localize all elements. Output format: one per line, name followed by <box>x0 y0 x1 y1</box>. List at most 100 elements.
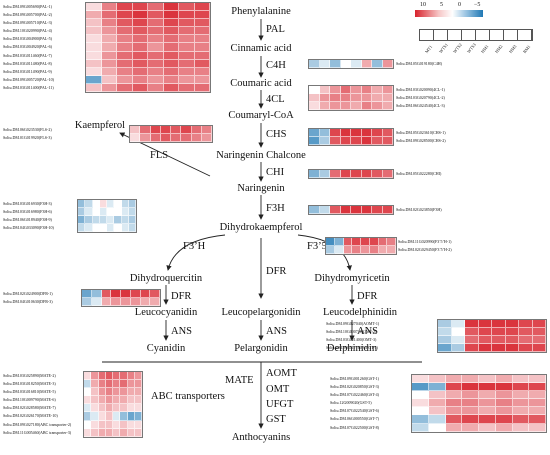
heatmap-cell <box>120 380 128 389</box>
heatmap-cell <box>127 412 135 421</box>
heatmap-cell <box>382 206 393 215</box>
gene-label: Soltu.DM.06G023530(FLS-2) <box>3 127 52 132</box>
heatmap-cell <box>91 290 102 299</box>
heatmap-cell <box>98 372 106 381</box>
heatmap-cell <box>179 19 195 28</box>
heatmap-cell <box>382 170 393 179</box>
heatmap-cell <box>120 428 128 437</box>
heatmap-cell <box>340 86 351 95</box>
heatmap-cell <box>492 328 506 337</box>
gene-label: Soltu.DM.09G027040(AOMT-1) <box>326 321 380 326</box>
heatmap-cell <box>86 67 102 76</box>
heatmap-cell <box>529 423 546 432</box>
gene-label: Soltu.DM.03G004900(PAL-5) <box>3 36 52 42</box>
enzyme-gst: GST <box>266 414 286 425</box>
gene-label: Soltu.DM.09G005710(PAL-3) <box>3 20 52 26</box>
heatmap-cell <box>529 383 546 392</box>
heatmap-cell <box>181 126 192 135</box>
heatmap-cell <box>372 86 383 95</box>
compound-dihydrokaempferol: Dihydrokaempferol <box>219 222 303 233</box>
gene-label: Soltu.DM.04G033090(F3H-10) <box>3 225 54 231</box>
heatmap-cell <box>84 428 92 437</box>
heatmap-cell <box>194 3 210 12</box>
heatmap-cell <box>479 375 496 384</box>
heatmap-cell <box>505 336 519 345</box>
heatmap-cell <box>105 396 113 405</box>
heatmap-cell <box>438 328 452 337</box>
compound-kaempferol: Kaempferol <box>74 120 126 131</box>
heatmap-cell <box>111 290 121 299</box>
heatmap-cell <box>105 404 113 413</box>
heatmap-cell <box>130 126 141 135</box>
heatmap-cell <box>148 27 164 36</box>
enzyme-ans-left: ANS <box>171 326 193 337</box>
heatmap-cell <box>101 19 117 28</box>
heatmap-cell <box>412 415 429 424</box>
gene-label: Soltu.DM.03G018250(MATE-3) <box>3 381 56 387</box>
heatmap-cell <box>372 60 383 69</box>
heatmap-cell <box>179 59 195 68</box>
heatmap-cell <box>462 375 479 384</box>
heatmap-cell <box>105 372 113 381</box>
heatmap-cell <box>150 290 160 299</box>
heatmap-cell <box>512 423 530 432</box>
heatmap-cell <box>82 298 92 307</box>
heatmap-dfr <box>81 288 161 308</box>
heatmap-cell <box>351 137 362 146</box>
heatmap-cell <box>330 102 341 111</box>
heatmap-cell <box>132 43 148 52</box>
heatmap-cell <box>132 83 148 93</box>
heatmap-cell <box>114 224 122 233</box>
heatmap-cell <box>121 216 129 225</box>
heatmap-cell <box>132 27 148 36</box>
heatmap-cell <box>91 396 99 405</box>
heatmap-cell <box>134 420 142 429</box>
heatmap-cell <box>85 208 93 217</box>
heatmap-cell <box>179 67 195 76</box>
gene-label: Soltu.12G009020(GST-5) <box>330 400 372 406</box>
heatmap-cell <box>319 102 330 111</box>
compound-leucocyanidin: Leucocyanidin <box>134 307 198 318</box>
heatmap-cell <box>101 51 117 60</box>
heatmap-cell <box>114 200 122 209</box>
heatmap-cell <box>134 380 142 389</box>
gene-label-list-chi: Soltu.DM.05G022280(CHI) <box>396 170 441 178</box>
gene-label: Soltu.DM.03G016930(F3H-3) <box>3 201 52 206</box>
heatmap-cell <box>121 298 131 307</box>
heatmap-cell <box>78 224 86 233</box>
heatmap-cell <box>130 298 141 307</box>
heatmap-cell <box>91 420 99 429</box>
heatmap-cell <box>372 102 383 111</box>
heatmap-cell <box>98 428 106 437</box>
heatmap-cell <box>495 383 513 392</box>
heatmap-cell <box>85 224 93 233</box>
heatmap-cell <box>492 336 506 345</box>
heatmap-cell <box>121 200 129 209</box>
heatmap-cell <box>340 170 351 179</box>
heatmap-cell <box>121 224 129 233</box>
legend-scale-label: 10 <box>420 2 426 8</box>
enzyme-ans-right: ANS <box>357 326 379 337</box>
heatmap-cell <box>163 35 179 44</box>
heatmap-cell <box>120 412 128 421</box>
heatmap-cell <box>512 383 530 392</box>
heatmap-cell <box>117 27 133 36</box>
heatmap-cell <box>309 102 320 111</box>
heatmap-gst <box>411 374 547 433</box>
enzyme-abc-transporters: ABC transporters <box>151 391 225 402</box>
heatmap-cell <box>84 372 92 381</box>
heatmap-cell <box>101 3 117 12</box>
heatmap-cell <box>412 407 429 416</box>
heatmap-cell <box>163 43 179 52</box>
heatmap-cell <box>462 391 479 400</box>
heatmap-cell <box>309 137 320 146</box>
heatmap-cell <box>372 94 383 103</box>
heatmap-f35h <box>325 236 397 256</box>
heatmap-cell <box>85 200 93 209</box>
heatmap-cell <box>412 399 429 408</box>
heatmap-cell <box>148 19 164 28</box>
heatmap-cell <box>114 208 122 217</box>
heatmap-cell <box>120 372 128 381</box>
heatmap-cell <box>98 388 106 397</box>
heatmap-cell <box>378 238 388 247</box>
